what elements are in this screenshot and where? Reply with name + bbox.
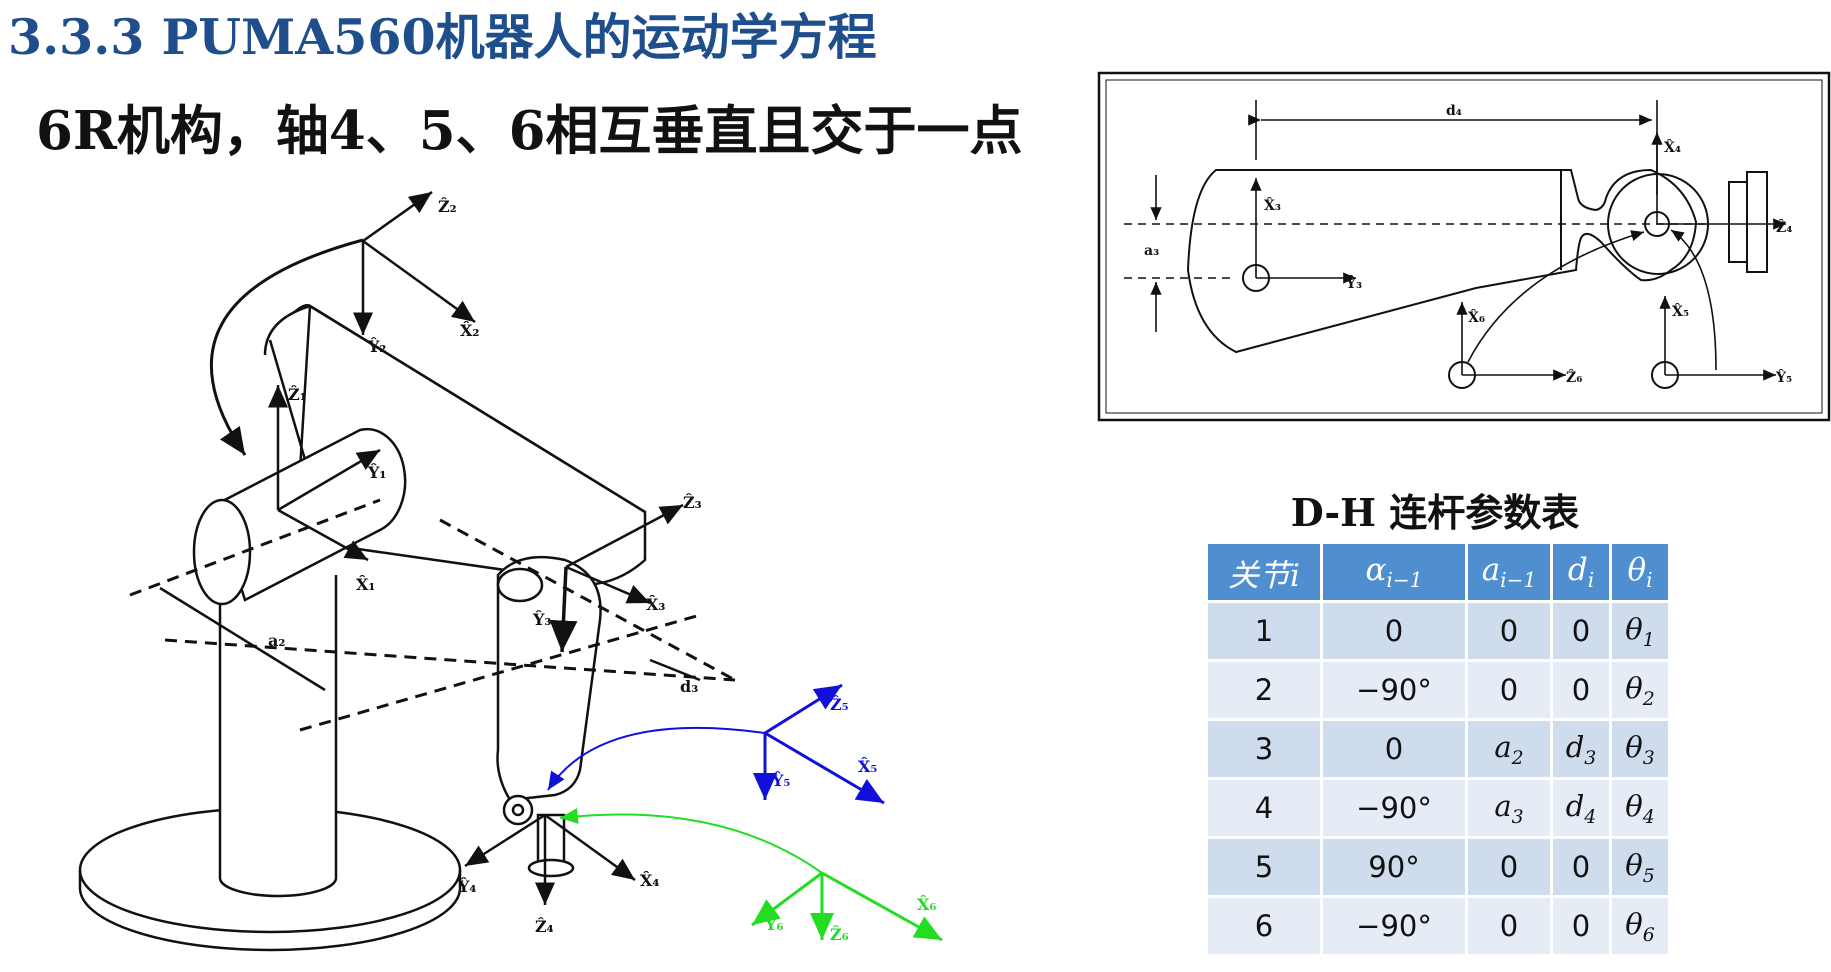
dh-header-cell: 关节i — [1208, 544, 1320, 600]
dh-table-cell: −90° — [1323, 780, 1465, 836]
dh-table-cell: 0 — [1468, 603, 1550, 659]
dh-table-cell: 0 — [1553, 839, 1609, 895]
label-y5: Ŷ₅ — [771, 770, 790, 790]
link-axis-dashed-lines — [129, 498, 736, 732]
label-y1: Ŷ₁ — [367, 462, 386, 482]
inset-label-y3: Ŷ₃ — [1345, 274, 1362, 292]
dh-table-cell: 0 — [1468, 898, 1550, 954]
inset-label-x5: X̂₅ — [1672, 302, 1689, 320]
frame6-labels: Ŷ₆ Ẑ₆ X̂₆ — [764, 895, 936, 944]
slide-subtitle: 6R机构，轴4、5、6相互垂直且交于一点 — [36, 100, 1023, 162]
label-z5: Ẑ₅ — [830, 694, 849, 714]
puma560-robot-diagram: Ẑ₂ X̂₂ Ŷ₂ Ẑ₁ Ŷ₁ X̂₁ Ẑ₃ X̂₃ Ŷ₃ a₂ d₃ Ŷ₄ X… — [78, 190, 943, 952]
dh-table-cell: θ4 — [1612, 780, 1668, 836]
inset-label-x3: X̂₃ — [1264, 196, 1281, 214]
label-z6: Ẑ₆ — [830, 924, 849, 944]
dh-table-cell: θ2 — [1612, 662, 1668, 718]
dh-table-cell: θ1 — [1612, 603, 1668, 659]
dh-table-cell: d4 — [1553, 780, 1609, 836]
dh-table-cell: 5 — [1208, 839, 1320, 895]
dh-table-cell: 0 — [1323, 721, 1465, 777]
dh-header-cell: ai−1 — [1468, 544, 1550, 600]
dh-table-cell: 4 — [1208, 780, 1320, 836]
frame-arrows-black — [159, 190, 701, 905]
dh-table-cell: θ6 — [1612, 898, 1668, 954]
inset-label-a3: a₃ — [1144, 243, 1159, 259]
label-z1: Ẑ₁ — [288, 384, 307, 404]
label-x5: X̂₅ — [858, 757, 877, 776]
dh-table-cell: −90° — [1323, 898, 1465, 954]
dh-header-cell: αi−1 — [1323, 544, 1465, 600]
wrist-inset-diagram: d₄ X̂₄ X̂₃ a₃ Ẑ₄ Ŷ₃ X̂₆ X̂₅ Ẑ₆ Ŷ₅ — [1097, 71, 1831, 422]
dh-table-cell: 3 — [1208, 721, 1320, 777]
dh-table-cell: a2 — [1468, 721, 1550, 777]
label-z2: Ẑ₂ — [438, 196, 457, 216]
inset-label-z6: Ẑ₆ — [1566, 368, 1582, 386]
frame5-blue — [547, 683, 885, 805]
robot-base — [78, 575, 462, 952]
dh-table-cell: 1 — [1208, 603, 1320, 659]
forearm-link — [496, 555, 602, 878]
shoulder-cylinder — [192, 427, 407, 606]
dh-header-cell: θi — [1612, 544, 1668, 600]
dh-table-cell: d3 — [1553, 721, 1609, 777]
label-y2: Ŷ₂ — [367, 336, 386, 356]
dh-table-caption: D-H 连杆参数表 — [1290, 490, 1580, 535]
label-x1: X̂₁ — [356, 575, 375, 594]
dh-table-cell: 2 — [1208, 662, 1320, 718]
label-z4: Ẑ₄ — [535, 916, 554, 936]
label-x4: X̂₄ — [640, 871, 659, 890]
label-x6: X̂₆ — [917, 895, 936, 914]
dh-table-cell: 90° — [1323, 839, 1465, 895]
label-z3: Ẑ₃ — [683, 492, 702, 512]
label-x2: X̂₂ — [460, 321, 479, 340]
frame5-labels: Ẑ₅ Ŷ₅ X̂₅ — [771, 694, 877, 790]
dh-table-cell: 0 — [1468, 839, 1550, 895]
dh-table-cell: 0 — [1323, 603, 1465, 659]
dh-table-cell: a3 — [1468, 780, 1550, 836]
label-y6: Ŷ₆ — [764, 914, 783, 934]
dh-table-cell: 6 — [1208, 898, 1320, 954]
label-y3: Ŷ₃ — [532, 609, 551, 629]
label-x3: X̂₃ — [646, 595, 665, 614]
label-d3: d₃ — [680, 677, 698, 696]
inset-label-y5: Ŷ₅ — [1775, 368, 1792, 386]
dh-table-cell: 0 — [1553, 662, 1609, 718]
inset-label-x4: X̂₄ — [1664, 138, 1681, 156]
slide-title: 3.3.3 PUMA560机器人的运动学方程 — [8, 8, 877, 66]
dh-table-cell: −90° — [1323, 662, 1465, 718]
inset-label-z4: Ẑ₄ — [1776, 218, 1792, 236]
inset-label-x6: X̂₆ — [1468, 308, 1485, 326]
inset-label-d4: d₄ — [1446, 103, 1462, 119]
dh-table-cell: θ3 — [1612, 721, 1668, 777]
dh-header-cell: di — [1553, 544, 1609, 600]
robot-frame-labels: Ẑ₂ X̂₂ Ŷ₂ Ẑ₁ Ŷ₁ X̂₁ Ẑ₃ X̂₃ Ŷ₃ a₂ d₃ Ŷ₄ X… — [268, 196, 702, 936]
label-a2: a₂ — [268, 631, 285, 650]
dh-table-cell: 0 — [1553, 603, 1609, 659]
label-y4: Ŷ₄ — [457, 876, 476, 896]
frame6-green — [559, 808, 943, 942]
dh-table-cell: 0 — [1468, 662, 1550, 718]
dh-table-cell: θ5 — [1612, 839, 1668, 895]
dh-table-cell: 0 — [1553, 898, 1609, 954]
